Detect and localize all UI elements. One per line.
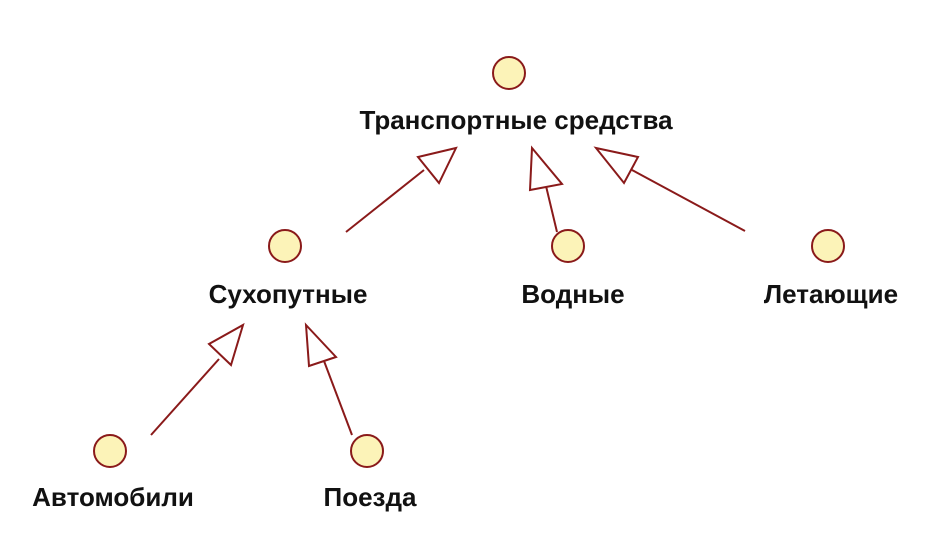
node-transport-icon: [492, 56, 526, 90]
node-land-icon: [268, 229, 302, 263]
node-water-icon: [551, 229, 585, 263]
edge-land-to-transport: [345, 146, 458, 233]
node-trains-label: Поезда: [324, 482, 417, 512]
node-cars-icon: [93, 434, 127, 468]
node-air-label: Летающие: [764, 279, 898, 309]
node-transport-label: Транспортные средства: [359, 105, 673, 135]
node-water-label: Водные: [521, 279, 624, 309]
edge-trains-to-land: [304, 322, 353, 436]
edge-air-to-transport: [593, 146, 746, 232]
edge-cars-to-land: [150, 322, 245, 436]
node-cars-label: Автомобили: [32, 482, 194, 512]
edge-water-to-transport: [528, 145, 564, 233]
node-land-label: Сухопутные: [209, 279, 368, 309]
node-trains-icon: [350, 434, 384, 468]
node-air-icon: [811, 229, 845, 263]
